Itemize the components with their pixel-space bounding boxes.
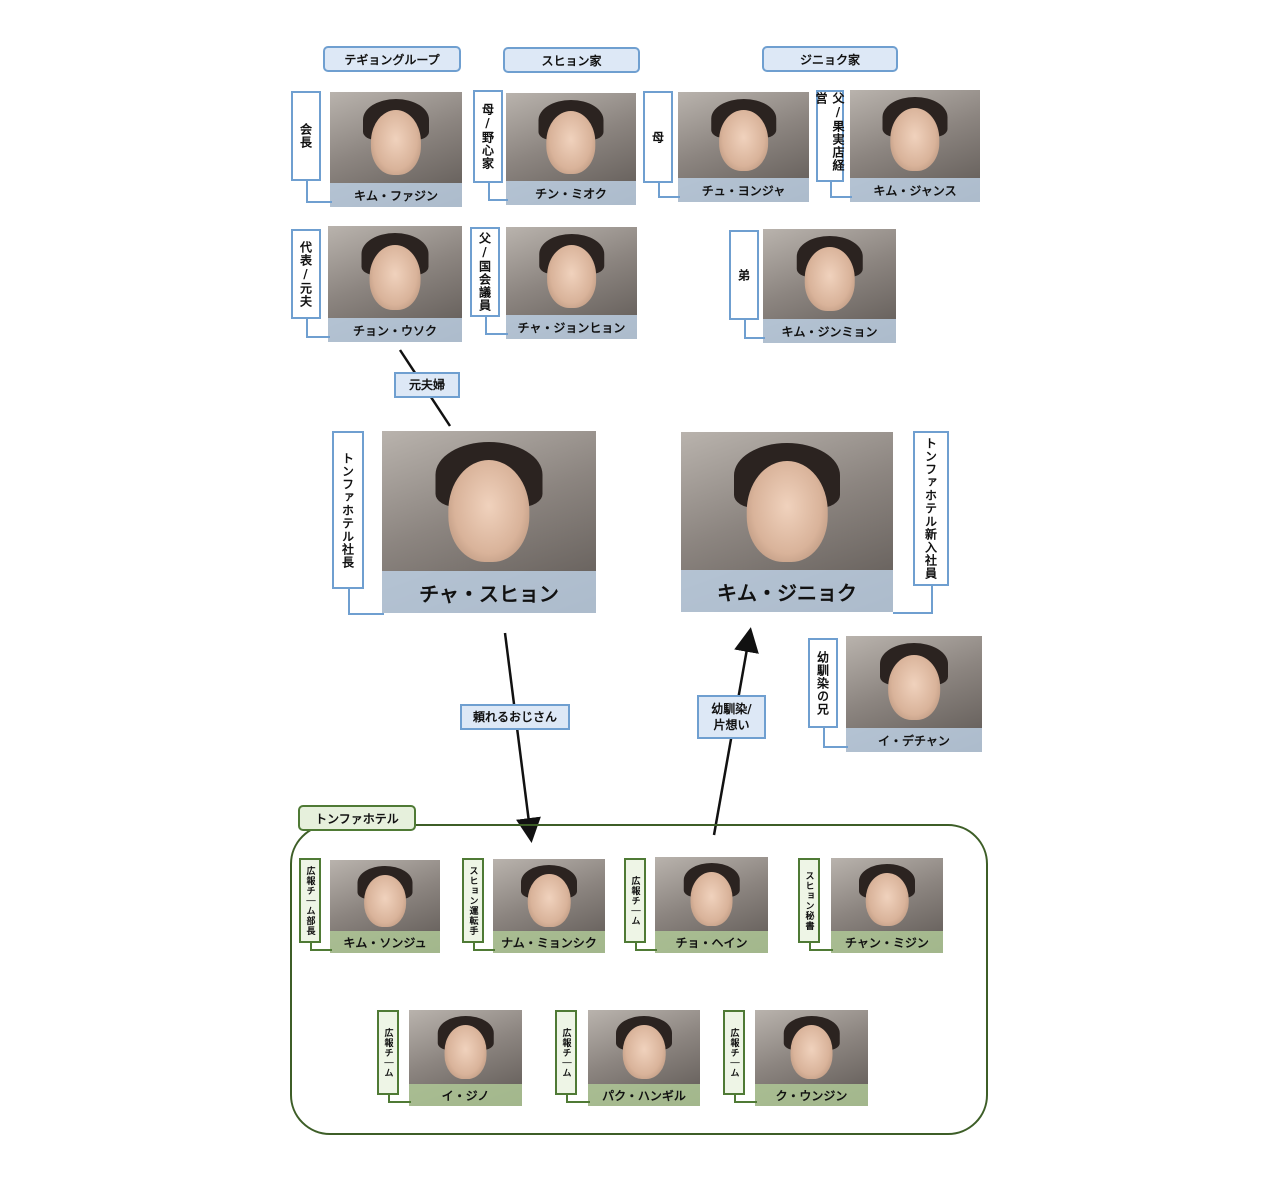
role-connector: [485, 317, 508, 335]
portrait-face: [622, 1025, 666, 1080]
character-photo: チン・ミオク: [506, 93, 636, 205]
portrait-face: [448, 460, 530, 563]
group-taegyeong: テギョングループ: [323, 46, 461, 72]
character-name: チャ・ジョンヒョン: [506, 315, 637, 339]
character-name: チョ・ヘイン: [655, 931, 768, 953]
character-photo: キム・ファジン: [330, 92, 462, 207]
character-role: 代表/元夫: [291, 229, 321, 319]
portrait-face: [370, 110, 422, 175]
character-role: 父/国会議員: [470, 227, 500, 317]
character-photo: キム・ジャンス: [850, 90, 980, 202]
character-name: キム・ソンジュ: [330, 931, 440, 953]
character-photo: キム・ソンジュ: [330, 860, 440, 953]
character-role: トンファホテル社長: [332, 431, 364, 589]
relation-childhood-friend: 幼馴染/ 片想い: [697, 695, 766, 739]
role-connector: [566, 1095, 590, 1103]
character-photo: チャ・スヒョン: [382, 431, 596, 613]
portrait-face: [790, 1025, 833, 1080]
character-role: トンファホテル新入社員: [913, 431, 949, 586]
character-photo: ク・ウンジン: [755, 1010, 868, 1106]
portrait-face: [364, 874, 406, 927]
character-name: キム・ジャンス: [850, 178, 980, 202]
group-jinhyuk-family: ジニョク家: [762, 46, 898, 72]
role-connector: [658, 183, 680, 198]
portrait-face: [546, 244, 597, 308]
role-connector: [306, 319, 330, 338]
character-name: キム・ファジン: [330, 183, 462, 207]
character-photo: チョン・ウソク: [328, 226, 462, 342]
role-connector: [306, 181, 332, 203]
portrait-face: [444, 1025, 487, 1080]
group-hotel: トンファホテル: [298, 805, 416, 831]
portrait-face: [865, 873, 909, 927]
role-connector: [388, 1095, 411, 1103]
uncle-arrow: [503, 632, 541, 843]
character-name: チャ・スヒョン: [382, 571, 596, 613]
character-name: キム・ジンミョン: [763, 319, 896, 343]
role-connector: [734, 1095, 757, 1103]
character-role: スヒョン秘書: [798, 858, 820, 943]
character-name: イ・ジノ: [409, 1084, 522, 1106]
portrait-face: [890, 107, 940, 171]
character-name: イ・デチャン: [846, 728, 982, 752]
character-photo: チャン・ミジン: [831, 858, 943, 953]
character-photo: キム・ジンミョン: [763, 229, 896, 343]
character-role: 広報チ｜ム: [723, 1010, 745, 1095]
character-role: 広報チ｜ム: [555, 1010, 577, 1095]
character-photo: チュ・ヨンジャ: [678, 92, 809, 202]
character-photo: キム・ジニョク: [681, 432, 893, 612]
character-photo: チャ・ジョンヒョン: [506, 227, 637, 339]
role-connector: [809, 943, 833, 951]
portrait-face: [804, 247, 855, 312]
character-role: 母/野心家: [473, 90, 503, 183]
portrait-face: [527, 874, 571, 927]
character-name: パク・ハンギル: [588, 1084, 700, 1106]
role-connector: [635, 943, 657, 951]
character-role: 広報チ｜ム: [624, 858, 646, 943]
relation-reliable-uncle: 頼れるおじさん: [460, 704, 570, 730]
character-role: 母: [643, 91, 673, 183]
character-photo: イ・ジノ: [409, 1010, 522, 1106]
character-photo: チョ・ヘイン: [655, 857, 768, 953]
role-connector: [823, 728, 848, 748]
character-photo: ナム・ミョンシク: [493, 859, 605, 953]
character-photo: イ・デチャン: [846, 636, 982, 752]
role-connector: [310, 943, 332, 951]
character-name: チャン・ミジン: [831, 931, 943, 953]
role-connector: [488, 183, 508, 201]
role-connector: [893, 586, 933, 614]
character-name: チン・ミオク: [506, 181, 636, 205]
character-name: チュ・ヨンジャ: [678, 178, 809, 202]
character-name: ナム・ミョンシク: [493, 931, 605, 953]
portrait-face: [546, 110, 596, 174]
character-role: 会長: [291, 91, 321, 181]
portrait-face: [718, 109, 769, 172]
hotel-group-box: [290, 824, 988, 1135]
role-connector: [744, 320, 765, 339]
group-suhyun-family: スヒョン家: [503, 47, 640, 73]
character-photo: パク・ハンギル: [588, 1010, 700, 1106]
character-role: 父/果実店経営: [814, 90, 845, 182]
portrait-face: [690, 872, 733, 927]
character-name: ク・ウンジン: [755, 1084, 868, 1106]
role-connector: [830, 182, 852, 198]
character-role: 広報チ｜ム部長: [299, 858, 321, 943]
portrait-face: [888, 654, 940, 720]
character-name: キム・ジニョク: [681, 570, 893, 612]
role-connector: [348, 589, 384, 615]
portrait-face: [369, 244, 421, 310]
character-role: スヒョン運転手: [462, 858, 484, 943]
character-role: 弟: [729, 230, 759, 320]
character-name: チョン・ウソク: [328, 318, 462, 342]
portrait-face: [746, 460, 828, 562]
character-role: 幼馴染の兄: [808, 638, 838, 728]
relation-ex-couple: 元夫婦: [394, 372, 460, 398]
role-connector: [473, 943, 495, 951]
character-role: 広報チ｜ム: [377, 1010, 399, 1095]
